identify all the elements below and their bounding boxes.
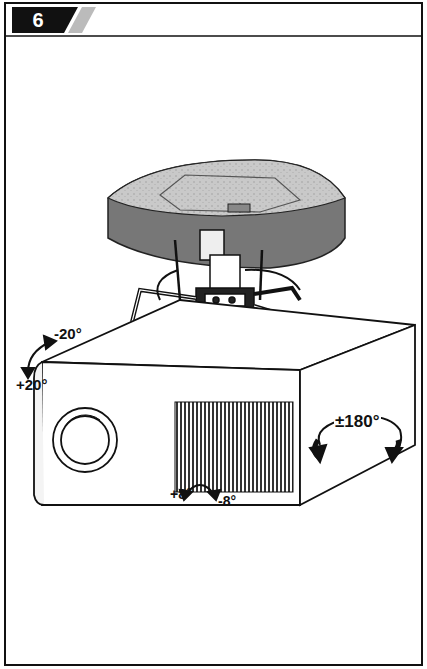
angle-label: -20° [54, 326, 82, 341]
panel-frame [5, 3, 422, 665]
projector [34, 300, 415, 505]
step-tab [12, 7, 78, 33]
rotation-arrow [22, 336, 402, 500]
ceiling [108, 160, 345, 268]
angle-label: -8° [218, 494, 236, 508]
step-number-text: 6 [32, 9, 43, 32]
angle-label: ±180° [334, 413, 381, 430]
angle-label: +8° [170, 487, 192, 501]
step-number: 6 [16, 8, 60, 33]
angle-label: +20° [16, 377, 47, 392]
